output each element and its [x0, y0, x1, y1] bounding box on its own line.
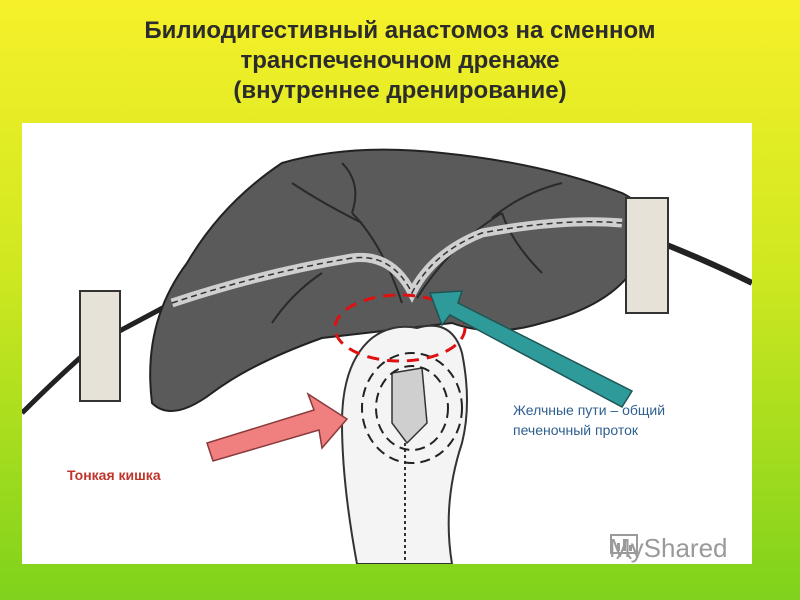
- bile-duct-label-line-1: Желчные пути – общий: [513, 402, 666, 418]
- bile-duct-label: Желчные пути – общий печеночный проток: [513, 400, 733, 440]
- bile-duct-arrow: [428, 290, 634, 408]
- title-line-1: Билиодигестивный анастомоз на сменном: [144, 17, 656, 44]
- right-clamp-block: [625, 197, 669, 314]
- bile-duct-label-line-2: печеночный проток: [513, 422, 639, 438]
- watermark: MyShared: [609, 533, 728, 564]
- left-clamp-block: [79, 290, 121, 402]
- anatomy-illustration: [22, 148, 752, 564]
- small-intestine-arrow: [206, 392, 349, 462]
- watermark-logo-icon: [610, 534, 638, 559]
- anastomosis-highlight: [333, 293, 467, 363]
- title-line-2: транспеченочном дренаже: [240, 47, 560, 74]
- anastomosis-ring-inner: [375, 365, 449, 451]
- anastomosis-ring-outer: [361, 352, 463, 464]
- anastomosis-opening: [391, 367, 428, 445]
- small-intestine-label: Тонкая кишка: [67, 467, 161, 483]
- watermark-text: MyShared: [609, 533, 728, 563]
- illustration-panel: Желчные пути – общий печеночный проток Т…: [22, 123, 752, 564]
- slide-title: Билиодигестивный анастомоз на сменном тр…: [0, 16, 800, 106]
- biliary-branches: [271, 162, 563, 324]
- title-line-3: (внутреннее дренирование): [233, 77, 567, 104]
